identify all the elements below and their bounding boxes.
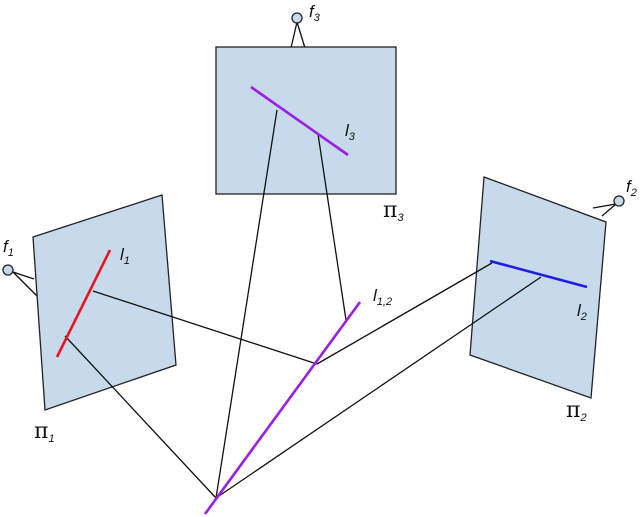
line-l12 xyxy=(203,301,362,515)
ray-l2-to-bottom xyxy=(215,276,542,499)
camera2-stem-bottom xyxy=(601,203,617,217)
focal-point-f2 xyxy=(613,195,625,207)
camera1-stem-top xyxy=(12,271,35,280)
label-pi1: π1 xyxy=(34,419,55,445)
label-f1: f1 xyxy=(3,237,14,259)
ray-l3-to-l12 xyxy=(317,133,347,321)
plane-pi2-group xyxy=(469,176,625,399)
ray-l3-to-bottom xyxy=(215,109,278,499)
line-l3 xyxy=(250,85,349,157)
label-f2: f2 xyxy=(626,177,637,199)
ray-l1-to-l12 xyxy=(92,290,318,365)
ray-l2-to-l12 xyxy=(316,262,493,365)
label-f3: f3 xyxy=(309,2,321,24)
label-l2: l2 xyxy=(577,301,587,323)
camera3-stem-left xyxy=(290,21,298,49)
image-plane-pi3 xyxy=(215,46,397,195)
label-l3: l3 xyxy=(345,121,356,143)
label-l12: l1,2 xyxy=(373,286,392,308)
label-l1: l1 xyxy=(120,245,130,267)
camera2-stem-top xyxy=(592,203,617,209)
label-pi2: π2 xyxy=(566,398,587,424)
line-l1 xyxy=(55,249,112,358)
line-l2 xyxy=(489,259,588,289)
projection-rays xyxy=(64,109,542,499)
focal-point-f1 xyxy=(2,264,14,276)
plane-pi3-group xyxy=(215,12,397,195)
label-pi3: π3 xyxy=(383,198,404,224)
focal-point-f3 xyxy=(291,12,303,24)
ray-l1-to-bottom xyxy=(64,335,217,499)
image-plane-pi2 xyxy=(469,176,607,399)
plane-pi1-group xyxy=(2,194,177,411)
camera1-stem-bottom xyxy=(12,271,41,300)
camera3-stem-right xyxy=(296,21,306,49)
image-plane-pi1 xyxy=(32,194,177,411)
